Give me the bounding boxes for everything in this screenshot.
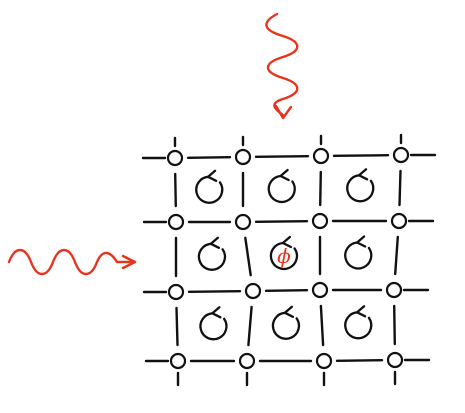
lattice-node-0-0 — [166, 149, 184, 167]
bond-vertical — [173, 172, 178, 208]
circular-arrow-head — [283, 305, 295, 318]
bond-horizontal — [254, 219, 309, 224]
circular-arrow-icon — [199, 306, 228, 341]
flux-label: ϕ — [277, 244, 291, 268]
circular-arrow-icon — [346, 168, 375, 203]
bond-vertical — [319, 170, 322, 207]
bond-horizontal — [264, 289, 309, 292]
lattice-node-1-3 — [390, 212, 408, 230]
bond-vertical — [398, 169, 402, 207]
bond-vertical — [247, 305, 253, 347]
lattice-nodes — [166, 146, 410, 370]
lattice-plaquettes — [195, 168, 375, 341]
lattice-node-3-1 — [238, 352, 256, 370]
bond-vertical — [393, 304, 396, 346]
circular-arrow-icon — [269, 235, 299, 271]
lattice-node-2-0 — [167, 283, 185, 301]
circular-arrow-arc — [346, 174, 375, 203]
lattice-node-2-2 — [311, 281, 329, 299]
circular-arrow-arc — [269, 241, 299, 271]
circular-arrow-icon — [344, 235, 373, 270]
bond-horizontal — [186, 155, 232, 160]
bond-horizontal — [332, 153, 390, 158]
lattice-node-1-1 — [234, 213, 252, 231]
circular-arrow-icon — [197, 236, 227, 271]
circular-arrow-icon — [271, 305, 301, 340]
lattice-node-0-2 — [312, 147, 330, 165]
circular-arrow-head — [355, 305, 367, 318]
circular-arrow-arc — [195, 175, 224, 204]
circular-arrow-icon — [195, 169, 224, 204]
circular-arrow-arc — [271, 311, 301, 340]
circular-arrow-icon — [344, 305, 373, 340]
lattice-node-3-2 — [315, 352, 333, 370]
lattice-bonds — [141, 133, 437, 387]
circular-arrow-icon — [267, 168, 296, 204]
bond-vertical — [319, 304, 325, 347]
circular-arrow-arc — [197, 242, 227, 271]
circular-arrow-head — [357, 168, 369, 181]
circular-arrow-head — [211, 306, 222, 319]
circular-arrow-head — [209, 236, 221, 249]
circular-arrow-head — [281, 235, 293, 249]
circular-arrow-arc — [199, 312, 228, 341]
lattice-node-3-0 — [169, 352, 187, 370]
bond-horizontal — [187, 290, 242, 293]
circular-arrow-arc — [267, 174, 296, 204]
circular-arrow-head — [206, 169, 218, 182]
lattice-node-0-3 — [392, 146, 410, 164]
circular-arrow-arc — [344, 241, 373, 270]
bond-vertical — [175, 306, 179, 347]
wave-arrow-left-icon — [7, 248, 137, 276]
lattice-node-2-3 — [385, 281, 403, 299]
circular-arrow-arc — [344, 311, 373, 340]
circular-arrow-head — [279, 168, 290, 182]
lattice-node-3-3 — [386, 351, 404, 369]
circular-arrow-head — [355, 235, 367, 248]
bond-horizontal — [254, 154, 310, 159]
bond-vertical — [394, 235, 399, 276]
bond-vertical — [244, 236, 252, 277]
bond-horizontal — [335, 359, 384, 362]
lattice-node-0-1 — [234, 148, 252, 166]
lattice-node-1-2 — [311, 212, 329, 230]
lattice-node-2-1 — [244, 282, 262, 300]
wave-arrow-top-icon — [265, 12, 299, 120]
lattice-node-1-0 — [167, 213, 185, 231]
